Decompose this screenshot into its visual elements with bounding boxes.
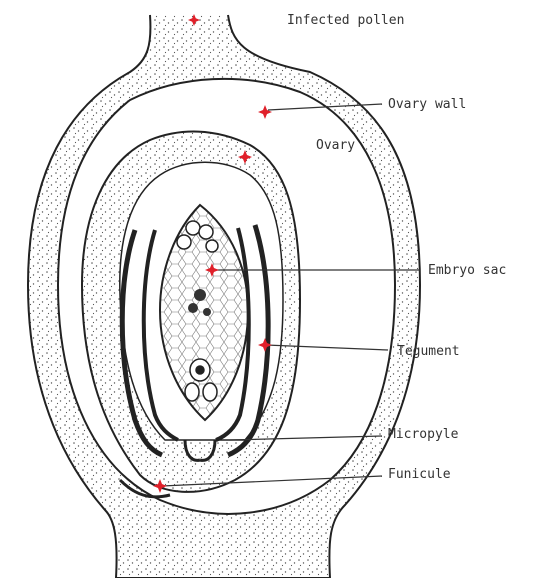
label-ovary-wall: Ovary wall [388, 98, 466, 111]
label-funicule: Funicule [388, 468, 451, 481]
label-ovary: Ovary [316, 139, 355, 152]
label-micropyle: Micropyle [388, 428, 458, 441]
label-infected-pollen: Infected pollen [287, 14, 404, 27]
label-embryo-sac: Embryo sac [428, 264, 506, 277]
label-tegument: Tegument [397, 345, 460, 358]
